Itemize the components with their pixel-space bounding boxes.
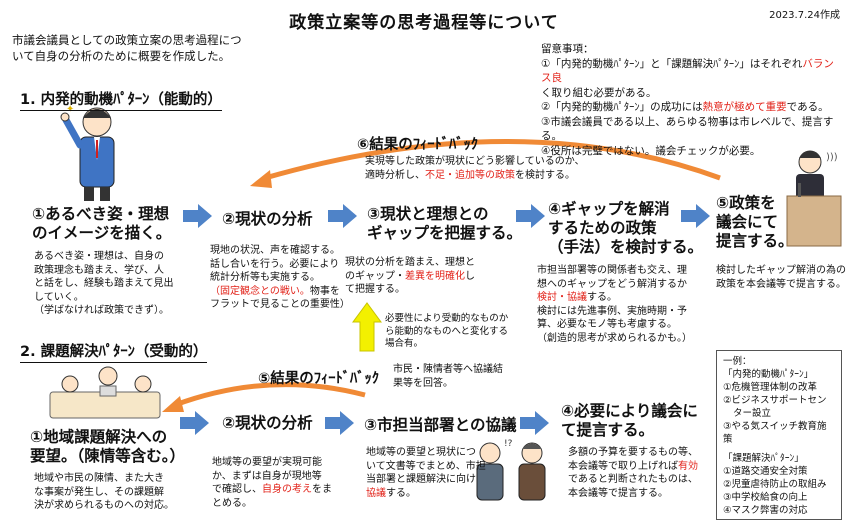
flow-arrow-5 <box>180 411 209 435</box>
discussion-icon: !? <box>476 439 546 501</box>
p1-step5-desc: 検討したギャップ解消の為の政策を本会議等で提言する。 <box>716 265 846 290</box>
intro-line: いて自身の分析のために概要を作成した。 <box>12 49 231 63</box>
example-item: ④マスク弊害の対応 <box>723 505 808 516</box>
examples-group2-title: 「課題解決ﾊﾟﾀｰﾝ」 <box>723 453 804 464</box>
p1-step5-heading: ⑤政策を議会にて提言する。 <box>716 194 794 250</box>
pattern1-feedback-text: 実現等した政策が現状にどう影響しているのか、 適時分析し、不足・追加等の政策を検… <box>365 156 585 181</box>
transition-note: 必要性により受動的なものから能動的なものへと変化する場合有。 <box>385 313 509 349</box>
p2-step3-desc: 地域等の要望と現状について文書等でまとめ、市担当部署と課題解決に向け 協議する。 <box>366 447 486 499</box>
p1-step2-heading: ②現状の分析 <box>222 210 313 228</box>
intro-text: 市議会議員としての政策立案の思考過程につ いて自身の分析のために概要を作成した。 <box>12 32 272 64</box>
p2-step2-desc: 地域等の要望が実現可能か、まずは自身が現地等 で確認し、自身の考えをま とめる。 <box>212 457 332 509</box>
example-item: ①道路交通安全対策 <box>723 466 808 477</box>
flow-arrow-6 <box>325 411 354 435</box>
examples-group1-title: 「内発的動機ﾊﾟﾀｰﾝ」 <box>723 369 814 380</box>
p1-step3-heading: ③現状と理想とのギャップを把握する。 <box>367 205 523 242</box>
note-1b: く取り組む必要がある。 <box>541 86 657 99</box>
page-title: 政策立案等の思考過程等について <box>289 13 559 33</box>
example-item: ター設立 <box>733 408 772 419</box>
examples-box: 一例： 「内発的動機ﾊﾟﾀｰﾝ」 ①危機管理体制の改革 ②ビジネスサポートセン … <box>716 350 842 520</box>
pattern2-feedback-text: 市民・陳情者等へ協議結果等を回答。 <box>393 364 503 389</box>
pattern1-heading: 1. 内発的動機ﾊﾟﾀｰﾝ（能動的） <box>20 88 222 111</box>
flow-arrow-3 <box>516 204 545 228</box>
p1-step4-heading: ④ギャップを解消するための政策（手法）を検討する。 <box>548 200 704 256</box>
svg-text:✦: ✦ <box>66 104 74 115</box>
example-item: ②児童虐待防止の取組み <box>723 479 827 490</box>
examples-heading: 一例： <box>723 356 752 367</box>
feedback-arc-bottom-head <box>162 396 184 412</box>
note-1: ①「内発的動機ﾊﾟﾀｰﾝ」と「課題解決ﾊﾟﾀｰﾝ」はそれぞれバランス良 <box>541 57 834 85</box>
note-3: ③市議会議員である以上、あらゆる物事は市レベルで、提言する。 <box>541 115 834 143</box>
p1-step2-desc: 現地の状況、声を確認する。話し合いを行う。必要により統計分析等も実施する。 （固… <box>210 245 350 310</box>
feedback-arc-bottom <box>174 382 366 408</box>
intro-line: 市議会議員としての政策立案の思考過程につ <box>12 33 242 47</box>
example-item: ③やる気スイッチ教育施策 <box>723 421 827 445</box>
flow-arrow-1 <box>183 204 212 228</box>
p2-step2-heading: ②現状の分析 <box>222 414 313 432</box>
p2-step4-heading: ④必要により議会にて提言する。 <box>561 402 698 439</box>
pattern1-feedback-label: ⑥結果のﾌｨｰﾄﾞﾊﾞｯｸ <box>357 137 479 153</box>
svg-text:!?: !? <box>504 439 513 449</box>
pattern2-heading: 2. 課題解決ﾊﾟﾀｰﾝ（受動的） <box>20 340 208 363</box>
notes-heading: 留意事項： <box>541 43 594 55</box>
p1-step3-desc: 現状の分析を踏まえ、理想と のギャップ・差異を明確化し て把握する。 <box>345 257 475 295</box>
flow-arrow-4 <box>681 204 710 228</box>
example-item: ①危機管理体制の改革 <box>723 382 818 393</box>
example-item: ②ビジネスサポートセン <box>723 395 827 406</box>
note-2: ②「内発的動機ﾊﾟﾀｰﾝ」の成功には熱意が極めて重要である。 <box>541 101 829 113</box>
p1-step1-heading: ①あるべき姿・理想のイメージを描く。 <box>32 205 172 242</box>
flow-arrow-7 <box>520 411 549 435</box>
p2-step4-desc: 多額の予算を要するもの等、 本会議等で取り上げれば有効 であると判断されたものは… <box>568 447 698 499</box>
feedback-arc-top-head <box>250 170 272 188</box>
speaker-icon: ))) <box>786 150 842 247</box>
created-date: 2023.7.24作成 <box>769 10 840 21</box>
p2-step3-heading: ③市担当部署との協議 <box>364 416 517 434</box>
note-4: ④役所は完璧ではない。議会チェックが必要。 <box>541 144 761 157</box>
notes-box: 留意事項： ①「内発的動機ﾊﾟﾀｰﾝ」と「課題解決ﾊﾟﾀｰﾝ」はそれぞれバランス… <box>541 42 841 158</box>
p1-step4-desc: 市担当部署等の関係者も交え、理想へのギャップをどう解消するか 検討・協議する。 … <box>537 265 692 344</box>
feedback-arc-top <box>264 139 721 181</box>
meeting-icon <box>49 366 161 419</box>
transition-arrow-shape <box>352 302 382 352</box>
example-item: ③中学校給食の向上 <box>723 492 808 503</box>
svg-text:))): ))) <box>826 152 838 163</box>
pattern2-feedback-label: ⑤結果のﾌｨｰﾄﾞﾊﾞｯｸ <box>258 371 380 387</box>
businessman-icon: ✦ <box>60 104 115 201</box>
p2-step1-heading: ①地域課題解決への要望。（陳情等含む。） <box>30 428 186 465</box>
flow-arrow-2 <box>328 204 357 228</box>
p1-step1-desc: あるべき姿・理想は、自身の政策理念も踏まえ、学び、人と話をし、経験も踏まえて見出… <box>34 251 174 316</box>
p2-step1-desc: 地域や市民の陳情、また大きな事案が発生し、その課題解決が求められるものへの対応。 <box>34 473 174 511</box>
